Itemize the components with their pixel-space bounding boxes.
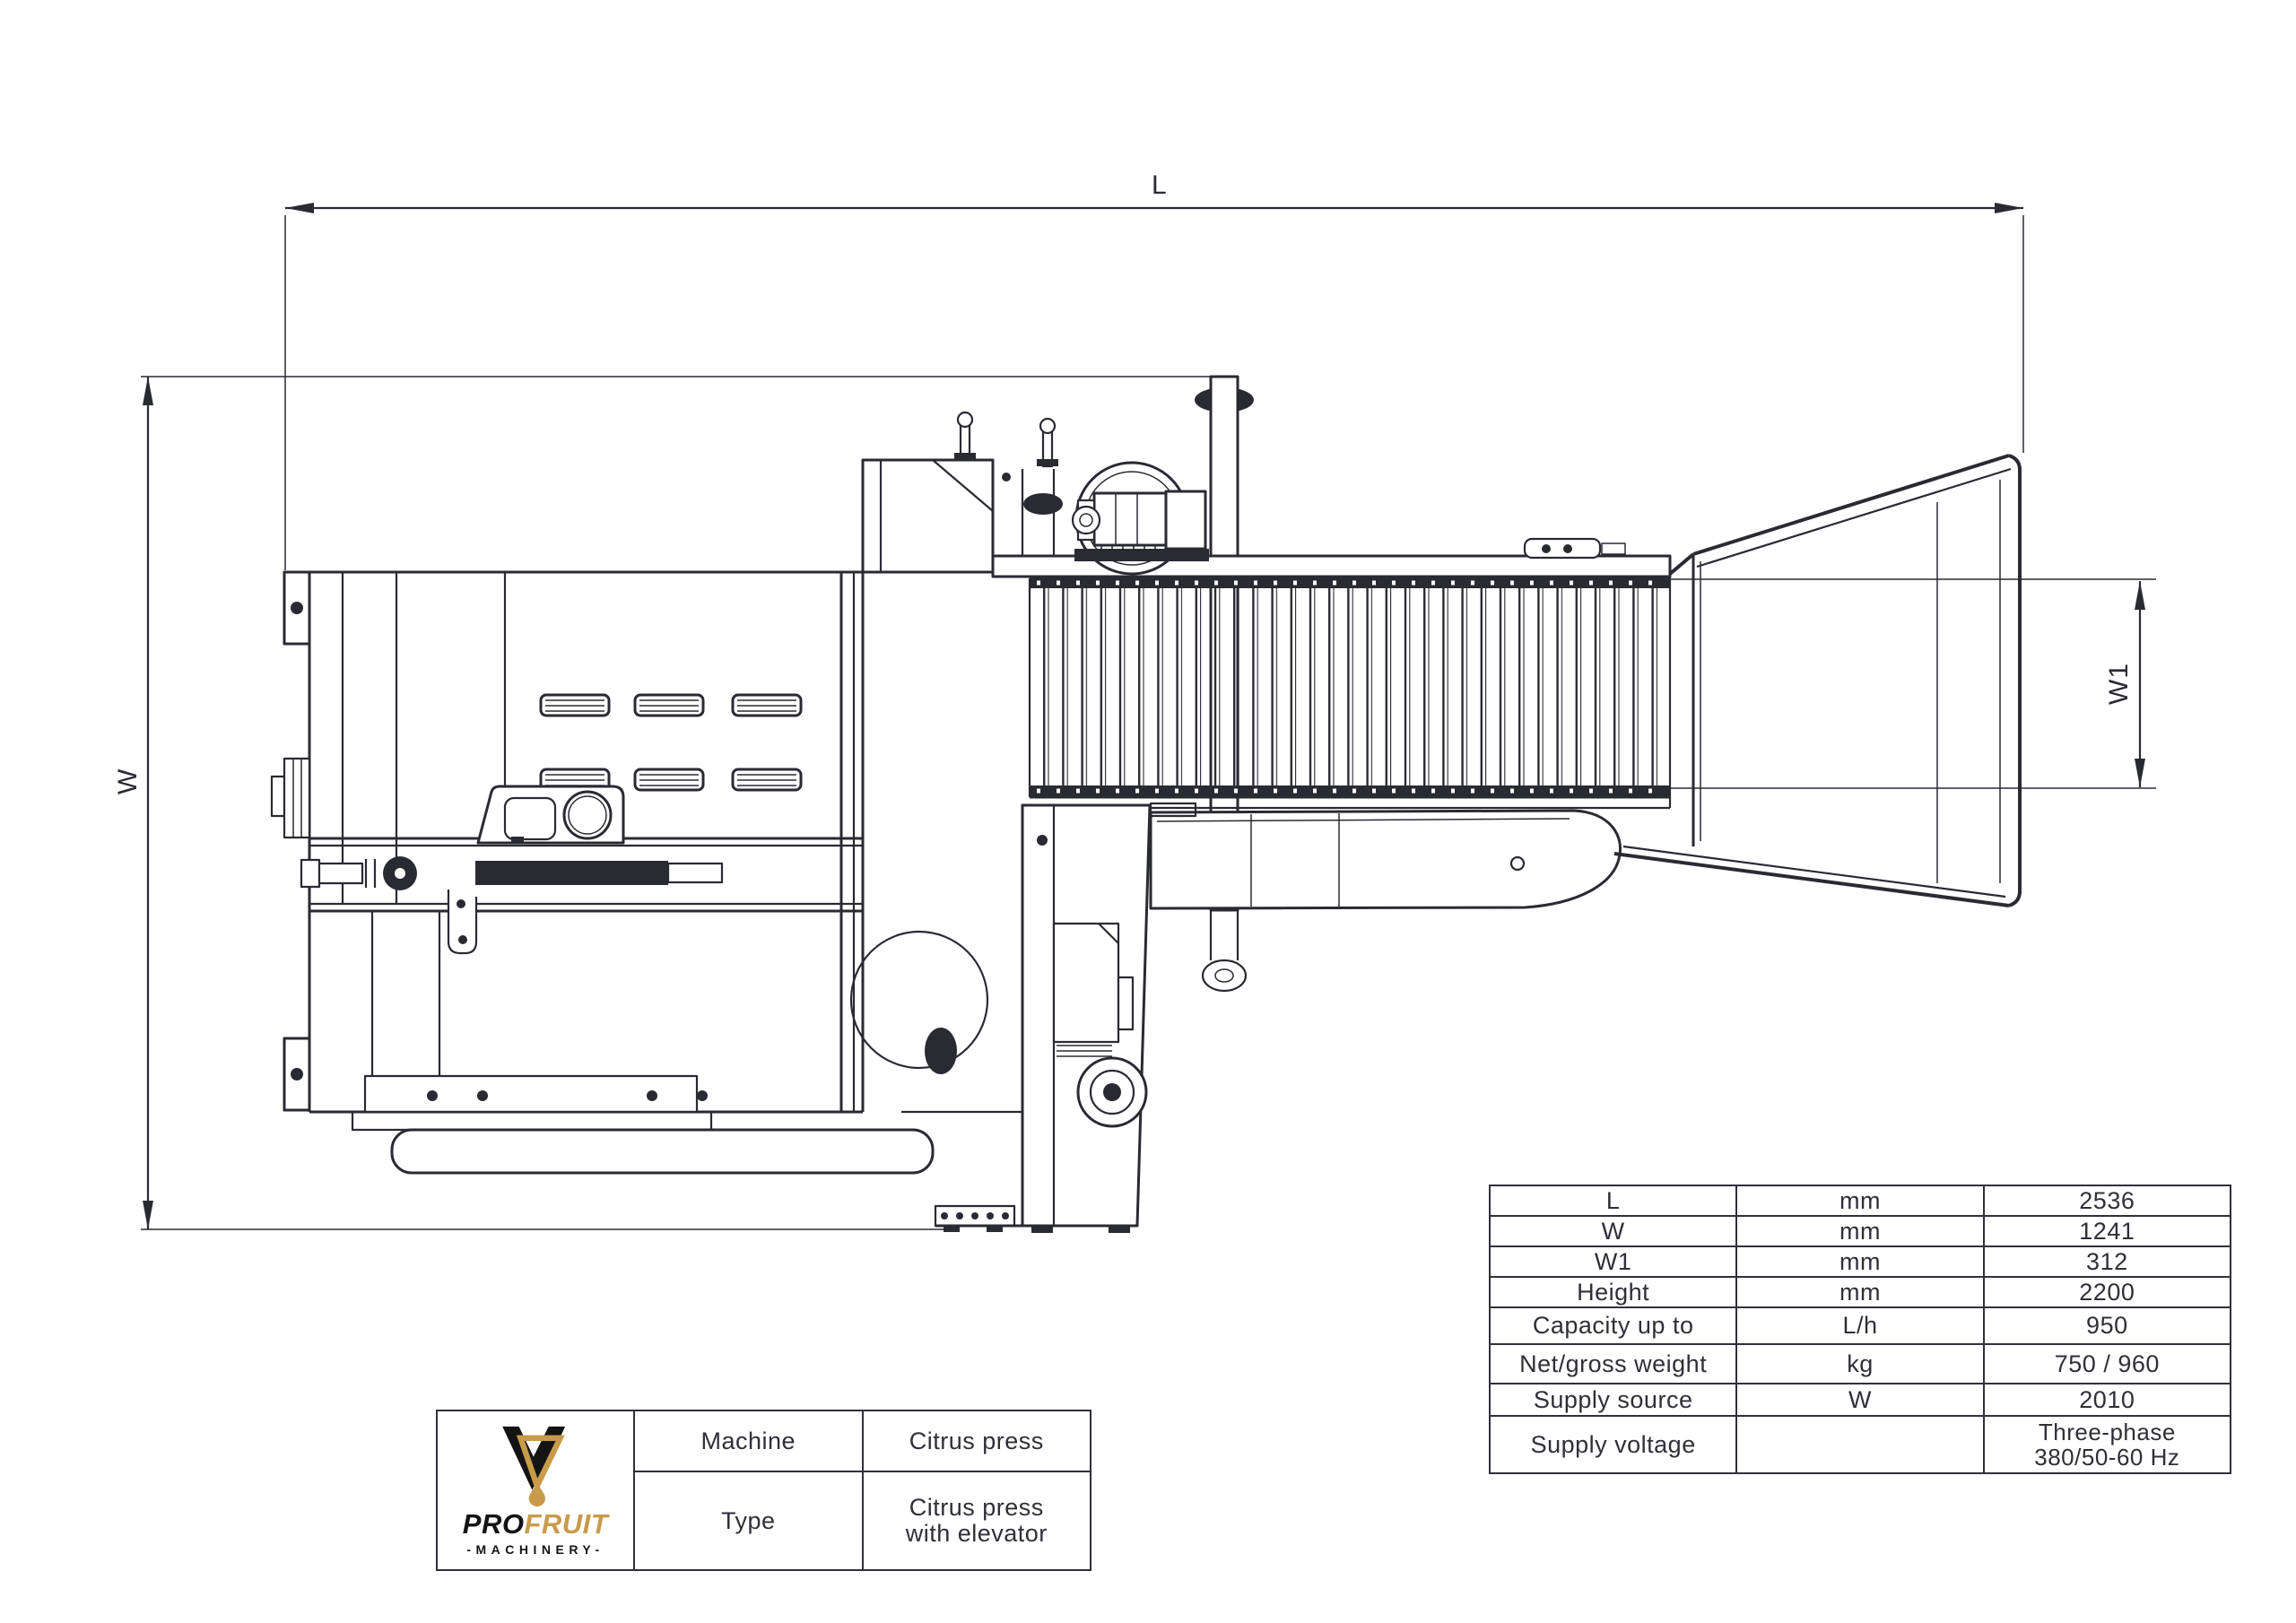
spec-unit: mm <box>1735 1215 1985 1247</box>
vent-grilles <box>539 693 803 792</box>
press-body <box>270 570 935 1175</box>
info-table: PROFRUIT -MACHINERY- Machine Citrus pres… <box>436 1410 1091 1571</box>
spec-value: 312 <box>1982 1245 2232 1278</box>
spec-value-line2: 380/50-60 Hz <box>2034 1444 2180 1471</box>
spec-label: Capacity up to <box>1488 1306 1738 1345</box>
brand-logo-cell: PROFRUIT -MACHINERY- <box>436 1410 635 1571</box>
spec-unit: W <box>1735 1383 1985 1417</box>
spec-value: 750 / 960 <box>1982 1343 2232 1384</box>
spec-unit <box>1735 1415 1985 1474</box>
drive-motor <box>1071 461 1209 576</box>
info-value: Citrus press <box>861 1410 1091 1472</box>
info-value: Citrus press with elevator <box>861 1471 1091 1571</box>
elevator-tower <box>861 411 1063 574</box>
dim-label-w1: W1 <box>2104 663 2134 705</box>
table-row: Supply source W 2010 <box>1488 1383 2232 1417</box>
dim-label-l: L <box>1152 170 1168 200</box>
brand-logo: PROFRUIT -MACHINERY- <box>438 1425 633 1557</box>
spec-value: 950 <box>1982 1306 2232 1345</box>
info-label: Type <box>633 1471 864 1571</box>
spec-value: 1241 <box>1982 1215 2232 1247</box>
spec-label: Supply source <box>1488 1383 1738 1417</box>
spec-label: Height <box>1488 1276 1738 1308</box>
profruit-wordmark: PROFRUIT <box>463 1510 608 1538</box>
spec-table: L mm 2536 W mm 1241 W1 mm 312 Height mm <box>1488 1185 2232 1474</box>
wordmark-fruit: FRUIT <box>524 1507 609 1540</box>
spec-unit: kg <box>1735 1343 1985 1384</box>
conveyor <box>991 537 1672 810</box>
press-mechanism <box>300 785 863 955</box>
dimension-annotations: L W W1 <box>113 170 2156 1230</box>
infeed-hopper <box>1613 454 2022 907</box>
wordmark-pro: PRO <box>462 1507 525 1540</box>
spec-value-line1: Three-phase <box>2038 1418 2176 1445</box>
table-row: W mm 1241 <box>1488 1215 2232 1247</box>
table-row: Type Citrus press with elevator <box>437 1471 1091 1571</box>
spec-label: L <box>1488 1185 1738 1217</box>
table-row: W1 mm 312 <box>1488 1245 2232 1278</box>
spec-unit: L/h <box>1735 1306 1985 1345</box>
dim-label-w: W <box>113 768 143 794</box>
spec-value: 2200 <box>1982 1276 2232 1308</box>
lower-housing <box>934 803 1190 1233</box>
press-drums <box>849 930 1022 1114</box>
profruit-logo-icon <box>502 1426 566 1506</box>
machinery-subtitle: -MACHINERY- <box>466 1541 604 1557</box>
press-base <box>351 1074 935 1175</box>
spec-value: 2010 <box>1982 1383 2232 1417</box>
table-row: Supply voltage Three-phase 380/50-60 Hz <box>1488 1415 2232 1474</box>
spec-unit: mm <box>1735 1185 1985 1217</box>
spec-unit: mm <box>1735 1276 1985 1308</box>
spec-label: Supply voltage <box>1488 1415 1738 1474</box>
table-row: Net/gross weight kg 750 / 960 <box>1488 1343 2232 1384</box>
table-row: PROFRUIT -MACHINERY- Machine Citrus pres… <box>436 1410 1091 1571</box>
spec-value: Three-phase 380/50-60 Hz <box>1982 1415 2232 1474</box>
table-row: Capacity up to L/h 950 <box>1488 1306 2232 1345</box>
info-label: Machine <box>633 1410 864 1472</box>
table-row: Height mm 2200 <box>1488 1276 2232 1308</box>
spec-label: W <box>1488 1215 1738 1247</box>
discharge-chute <box>1149 802 1622 910</box>
spec-label: Net/gross weight <box>1488 1343 1738 1384</box>
spec-label: W1 <box>1488 1245 1738 1278</box>
spec-value: 2536 <box>1982 1185 2232 1217</box>
spec-unit: mm <box>1735 1245 1985 1278</box>
table-row: L mm 2536 <box>1488 1185 2232 1217</box>
